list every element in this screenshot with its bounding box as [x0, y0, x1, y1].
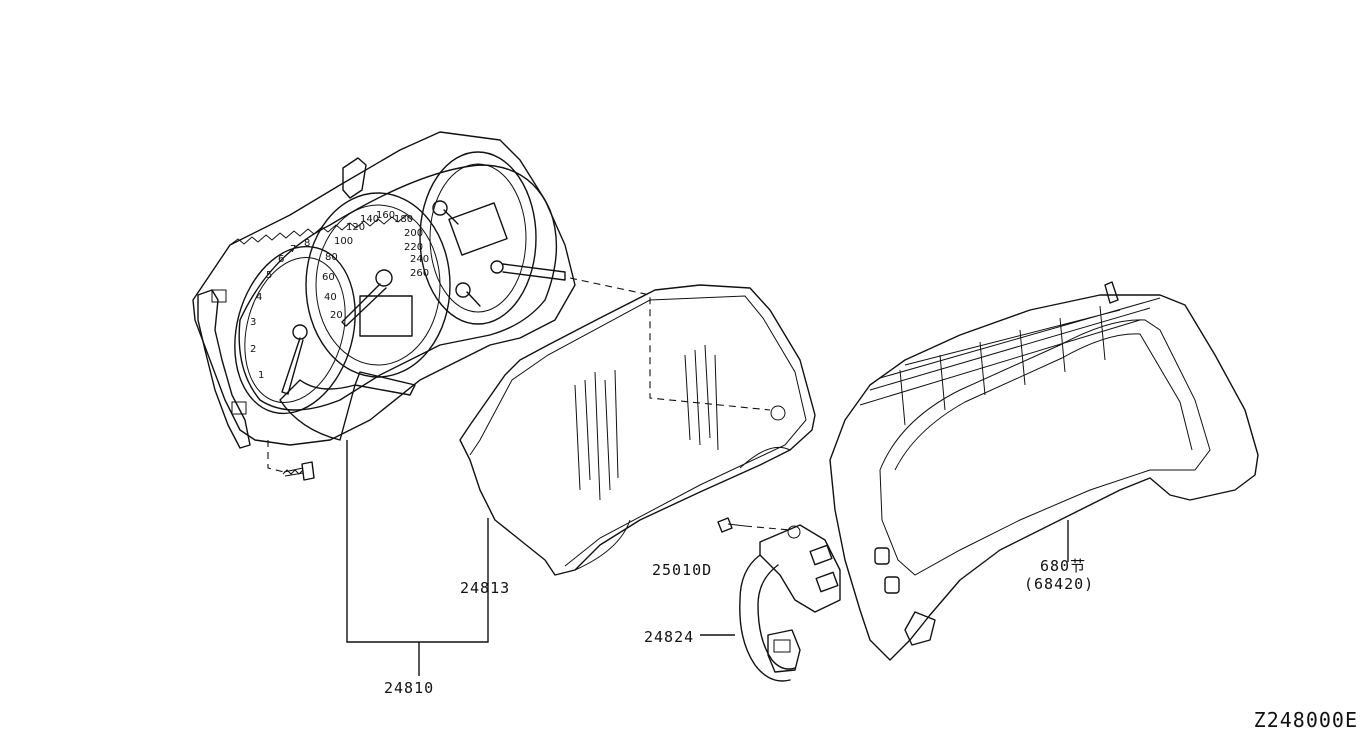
speed-mark-60: 60	[322, 272, 335, 283]
speed-mark-160: 160	[376, 210, 395, 221]
speed-mark-20: 20	[330, 310, 343, 321]
harness-assembly	[717, 517, 841, 682]
diagram-code: Z248000E	[1253, 708, 1358, 732]
tach-mark-5: 5	[266, 270, 272, 281]
speed-mark-180: 180	[394, 214, 413, 225]
callout-25010D: 25010D	[652, 561, 712, 579]
speed-mark-240: 240	[410, 254, 429, 265]
leader-lines	[346, 440, 1069, 676]
tach-mark-1: 1	[258, 370, 264, 381]
tach-mark-6: 6	[278, 254, 284, 265]
tach-mark-8: 8	[304, 238, 310, 249]
alignment-line-glass	[569, 277, 771, 411]
callout-24813: 24813	[460, 579, 510, 597]
tach-mark-3: 3	[250, 317, 256, 328]
callout-24824: 24824	[644, 628, 694, 646]
tachometer-scale: 1 2 3 4 5 6 7 8	[250, 238, 310, 381]
cluster-finisher	[829, 281, 1259, 661]
speed-mark-140: 140	[360, 214, 379, 225]
callout-24810: 24810	[384, 679, 434, 697]
tach-mark-2: 2	[250, 344, 256, 355]
speed-mark-260: 260	[410, 268, 429, 279]
callout-68420: (68420)	[1024, 575, 1094, 593]
speed-mark-120: 120	[346, 222, 365, 233]
speedometer-scale: 20 40 60 80 100 120 140 160 180 200 220 …	[322, 210, 429, 321]
instrument-cluster-assembly	[192, 131, 576, 449]
speed-mark-220: 220	[404, 242, 423, 253]
cluster-screw	[267, 440, 315, 481]
callout-680: 680节	[1040, 557, 1086, 575]
speed-mark-100: 100	[334, 236, 353, 247]
tach-mark-4: 4	[256, 292, 262, 303]
cluster-glass	[459, 284, 816, 576]
speed-mark-40: 40	[324, 292, 337, 303]
speed-mark-80: 80	[325, 252, 338, 263]
speed-mark-200: 200	[404, 228, 423, 239]
tach-mark-7: 7	[290, 244, 296, 255]
